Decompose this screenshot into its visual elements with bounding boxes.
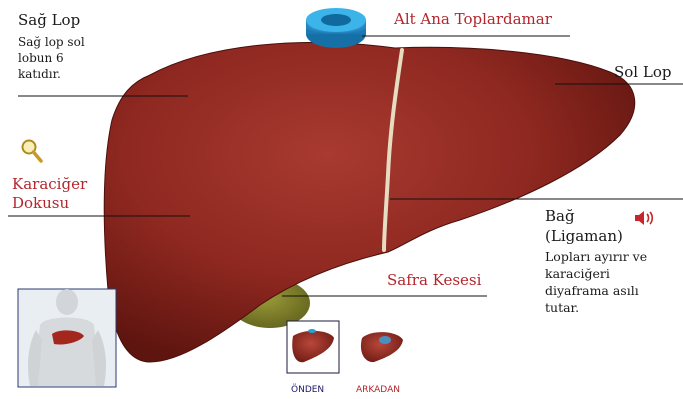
ligament-desc-3: diyaframa asılı: [545, 282, 639, 299]
vein-label[interactable]: Alt Ana Toplardamar: [394, 10, 552, 28]
ligament-desc-4: tutar.: [545, 299, 579, 316]
ligament-title-1: Bağ: [545, 207, 575, 226]
view-back-caption[interactable]: ARKADAN: [356, 385, 400, 395]
view-front-button[interactable]: [287, 321, 339, 373]
ligament-desc-2: karaciğeri: [545, 265, 610, 282]
speaker-icon[interactable]: [633, 209, 655, 227]
ligament-desc-1: Lopları ayırır ve: [545, 248, 647, 265]
right-lobe-desc-2: lobun 6: [18, 51, 64, 65]
view-back-button[interactable]: [361, 332, 403, 362]
view-front-caption[interactable]: ÖNDEN: [291, 385, 324, 395]
magnifier-icon[interactable]: [20, 138, 44, 164]
body-thumbnail[interactable]: [18, 289, 116, 387]
vena-cava-shape: [306, 8, 366, 48]
left-lobe-label[interactable]: Sol Lop: [614, 63, 671, 81]
gallbladder-label[interactable]: Safra Kesesi: [387, 271, 481, 289]
tissue-label-2[interactable]: Dokusu: [12, 194, 69, 213]
right-lobe-title: Sağ Lop: [18, 11, 80, 29]
ligament-title-2: (Ligaman): [545, 227, 623, 246]
right-lobe-desc-3: katıdır.: [18, 67, 61, 81]
tissue-label-1[interactable]: Karaciğer: [12, 175, 87, 194]
right-lobe-desc-1: Sağ lop sol: [18, 35, 85, 49]
